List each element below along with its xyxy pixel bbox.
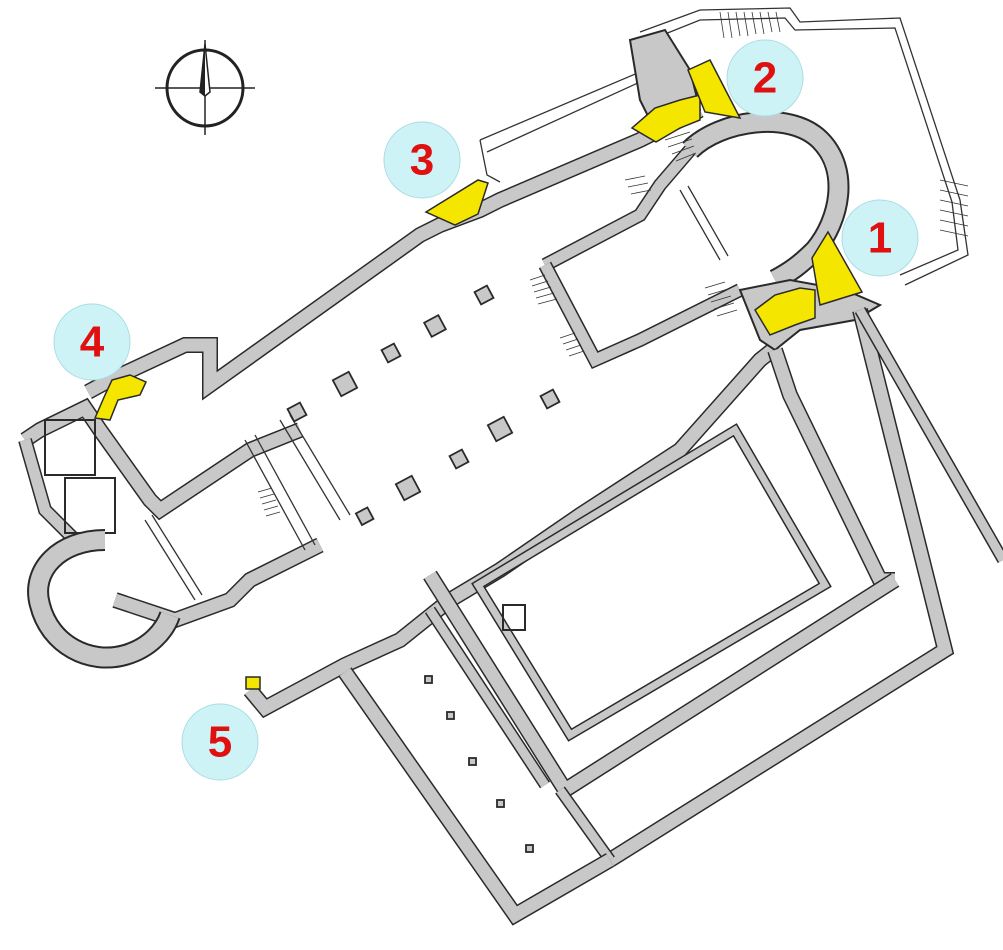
north-compass-icon [155,40,255,135]
nave-pillars [286,284,561,527]
cloister [338,307,1003,926]
apse-terrace-outline [479,7,969,286]
marker-4-label: 4 [80,318,105,367]
highlight-area-4 [93,374,148,421]
highlight-area-2-stair [687,59,742,119]
marker-5: 5 [181,703,259,781]
highlight-area-1-stair [811,230,864,306]
marker-4: 4 [53,303,131,381]
marker-3-label: 3 [410,136,434,185]
marker-2-label: 2 [753,54,777,103]
marker-1: 1 [841,199,919,277]
highlight-area-5 [245,676,261,690]
marker-3: 3 [383,121,461,199]
marker-2: 2 [726,39,804,117]
highlight-area-3 [424,179,489,226]
marker-5-label: 5 [208,718,232,767]
highlight-area-2 [630,94,701,143]
choir-stairs [257,131,738,517]
highlighted-areas [93,59,864,690]
marker-1-label: 1 [868,214,892,263]
highlight-area-1 [754,287,816,336]
